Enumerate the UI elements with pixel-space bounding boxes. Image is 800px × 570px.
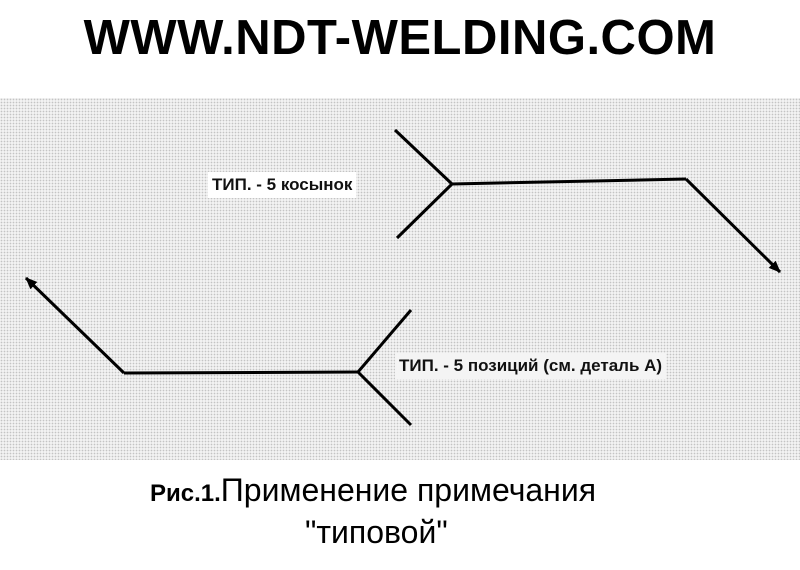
top-symbol-label: ТИП. - 5 косынок (208, 172, 357, 198)
top-reference-line (451, 177, 687, 186)
figure-caption: Рис.1.Применение примечания (150, 470, 597, 514)
top-tail-lower (395, 182, 454, 240)
top-arrow-leader (684, 177, 782, 274)
caption-prefix: Рис.1. (150, 480, 221, 507)
top-tail-upper (393, 128, 454, 186)
diagram-panel: ТИП. - 5 косынок ТИП. - 5 позиций (см. д… (0, 98, 800, 460)
bottom-symbol-label: ТИП. - 5 позиций (см. деталь А) (395, 353, 667, 379)
welding-symbols-diagram (24, 128, 782, 427)
bottom-tail-upper (356, 309, 413, 373)
bottom-arrow-leader (24, 276, 126, 375)
caption-title-line2: "типовой" (305, 512, 448, 552)
site-header-title: WWW.NDT-WELDING.COM (83, 11, 717, 65)
bottom-reference-line (123, 370, 359, 375)
bottom-tail-lower (356, 370, 413, 427)
caption-title: Применение примечания (220, 472, 597, 508)
